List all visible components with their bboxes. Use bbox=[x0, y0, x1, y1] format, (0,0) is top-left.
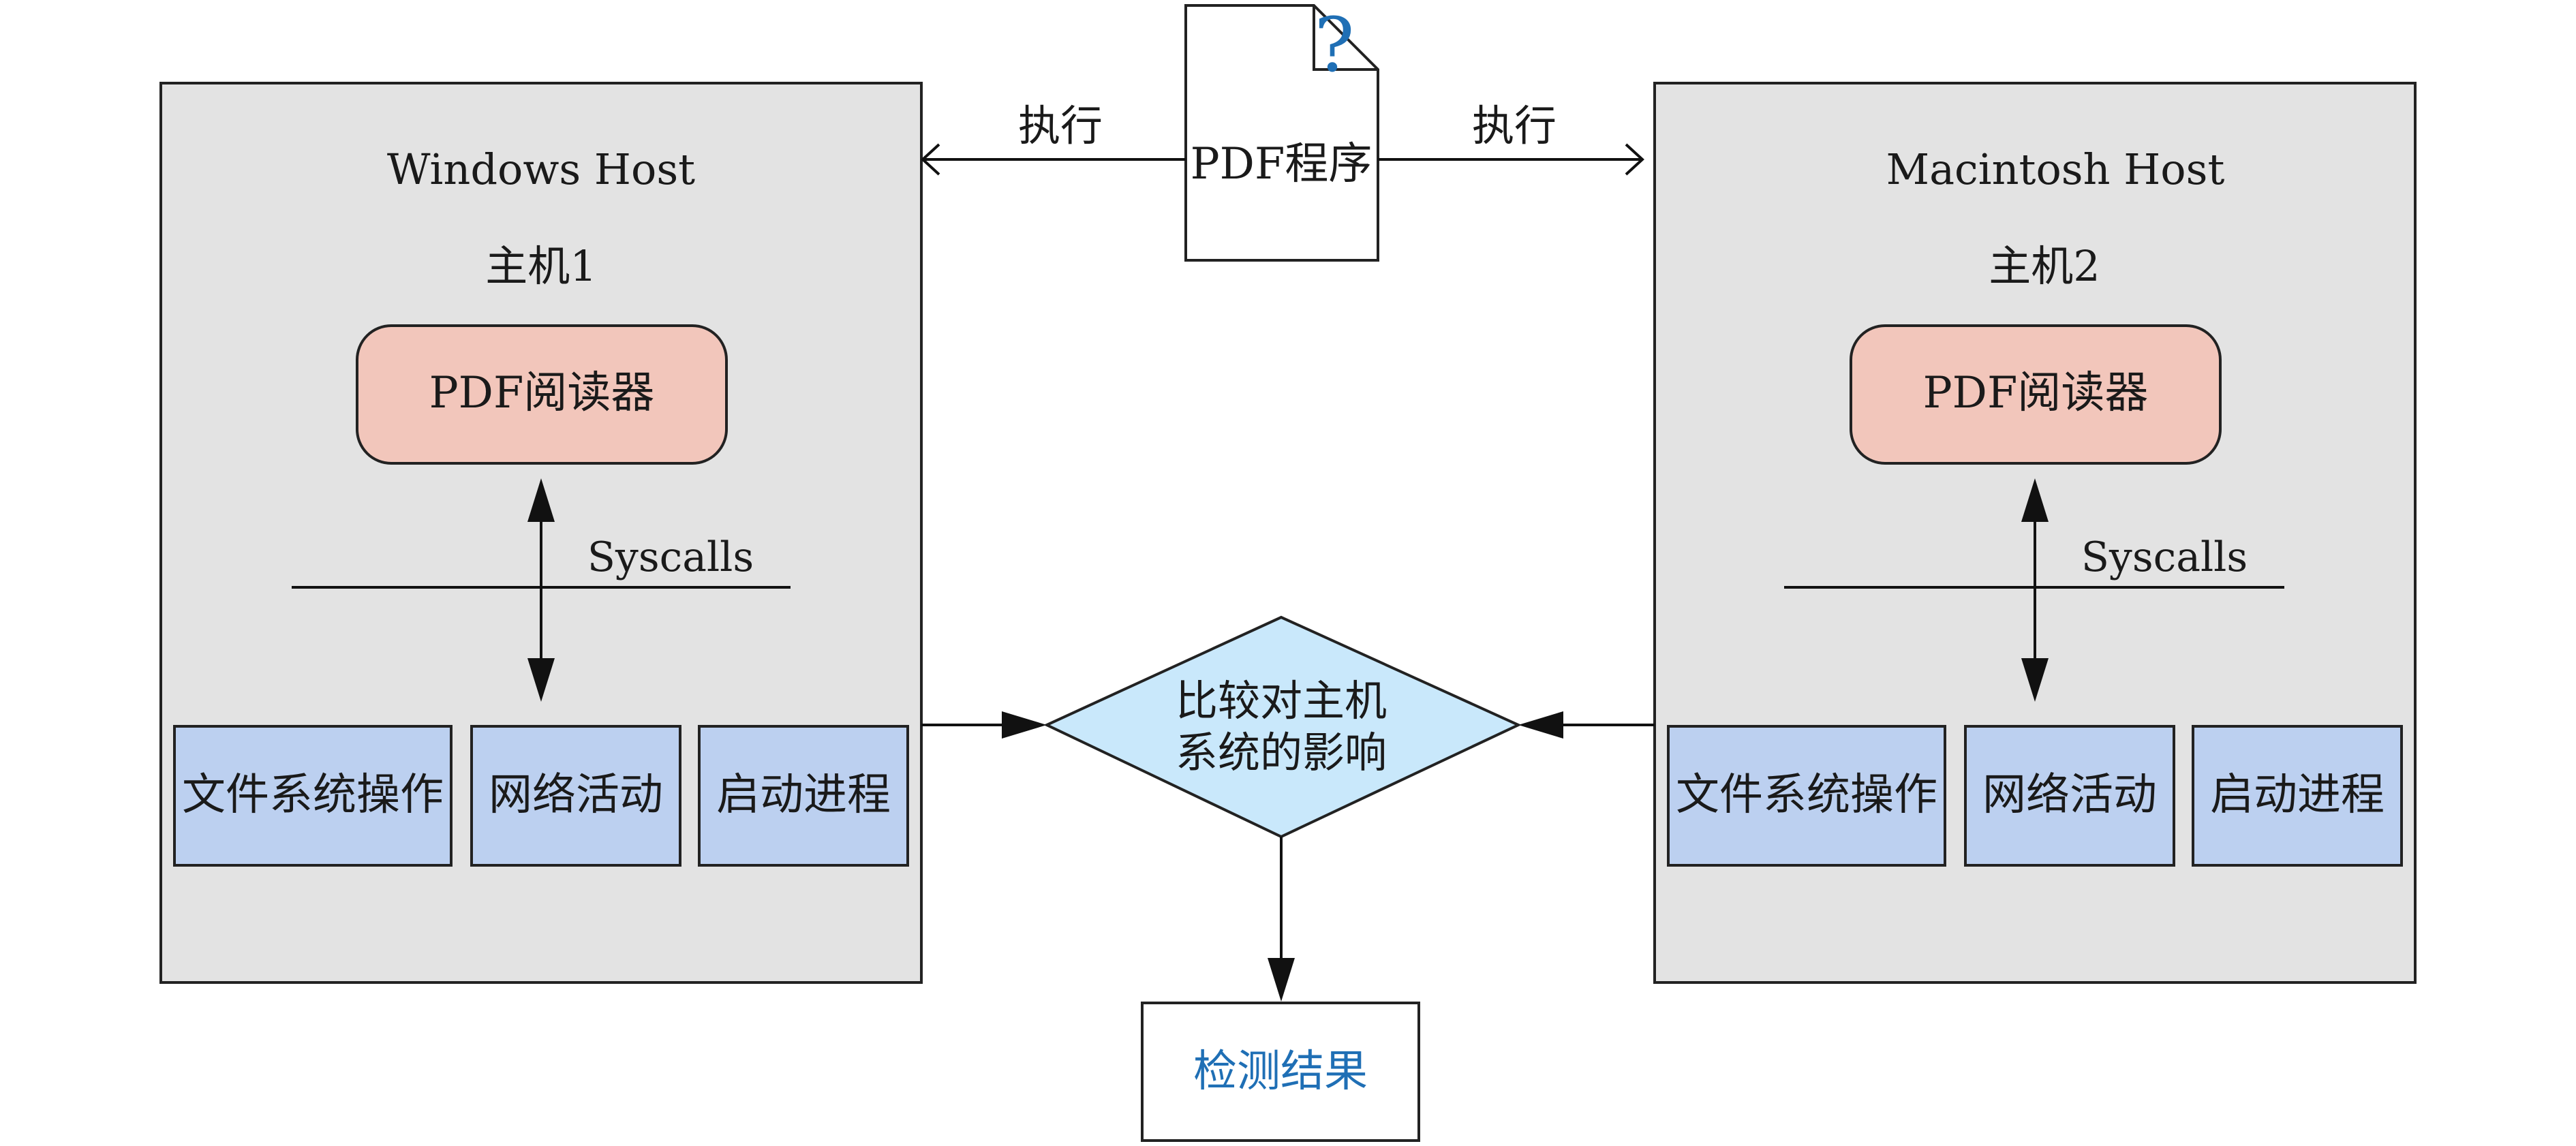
macintosh-host-title: Macintosh Host bbox=[1886, 144, 2225, 194]
compare-connector-right bbox=[1518, 711, 1655, 739]
macintosh-fs-ops-label: 文件系统操作 bbox=[1676, 770, 1937, 820]
windows-syscall-arrow bbox=[527, 478, 555, 702]
compare-connector-left bbox=[921, 711, 1047, 739]
execute-left-label: 执行 bbox=[1018, 101, 1103, 151]
macintosh-syscall-arrow bbox=[2021, 478, 2049, 702]
windows-pdf-reader-label: PDF阅读器 bbox=[429, 368, 655, 418]
question-mark-icon: ? bbox=[1315, 1, 1355, 89]
windows-pdf-reader-box bbox=[356, 324, 728, 465]
detection-result-label: 检测结果 bbox=[1193, 1047, 1368, 1097]
pdf-document-fold bbox=[1313, 5, 1378, 71]
macintosh-pdf-reader-box bbox=[1850, 324, 2222, 465]
execute-arrow-right bbox=[1378, 143, 1644, 176]
windows-network-box bbox=[470, 725, 681, 867]
windows-fs-ops-box bbox=[173, 725, 453, 867]
windows-host-title: Windows Host bbox=[387, 144, 695, 194]
macintosh-host-panel: Macintosh Host 主机2 PDF阅读器 Syscalls 文件系统操… bbox=[1653, 82, 2417, 984]
windows-process-box bbox=[698, 725, 909, 867]
macintosh-network-label: 网络活动 bbox=[1982, 770, 2157, 820]
compare-line2: 系统的影响 bbox=[1176, 728, 1387, 777]
macintosh-fs-ops-box bbox=[1667, 725, 1946, 867]
macintosh-pdf-reader-label: PDF阅读器 bbox=[1923, 368, 2149, 418]
macintosh-syscalls-label: Syscalls bbox=[2081, 533, 2248, 581]
macintosh-process-box bbox=[2192, 725, 2403, 867]
compare-line1: 比较对主机 bbox=[1176, 676, 1387, 726]
pdf-program-document: ? PDF程序 bbox=[1184, 1, 1379, 262]
windows-fs-ops-label: 文件系统操作 bbox=[182, 770, 444, 820]
compare-impact-diamond bbox=[1043, 615, 1522, 839]
windows-process-label: 启动进程 bbox=[716, 770, 891, 820]
macintosh-host-subtitle: 主机2 bbox=[1989, 241, 2100, 291]
windows-host-panel: Windows Host 主机1 PDF阅读器 Syscalls 文件系统操作 … bbox=[159, 82, 923, 984]
windows-network-label: 网络活动 bbox=[489, 770, 663, 820]
pdf-program-label: PDF程序 bbox=[1191, 139, 1373, 189]
result-connector bbox=[1268, 837, 1295, 1002]
windows-syscalls-label: Syscalls bbox=[587, 533, 754, 581]
detection-result-box bbox=[1141, 1002, 1420, 1142]
windows-host-subtitle: 主机1 bbox=[485, 241, 596, 291]
execute-arrow-left bbox=[921, 143, 1186, 176]
macintosh-process-label: 启动进程 bbox=[2210, 770, 2385, 820]
macintosh-network-box bbox=[1964, 725, 2175, 867]
execute-right-label: 执行 bbox=[1472, 101, 1557, 151]
